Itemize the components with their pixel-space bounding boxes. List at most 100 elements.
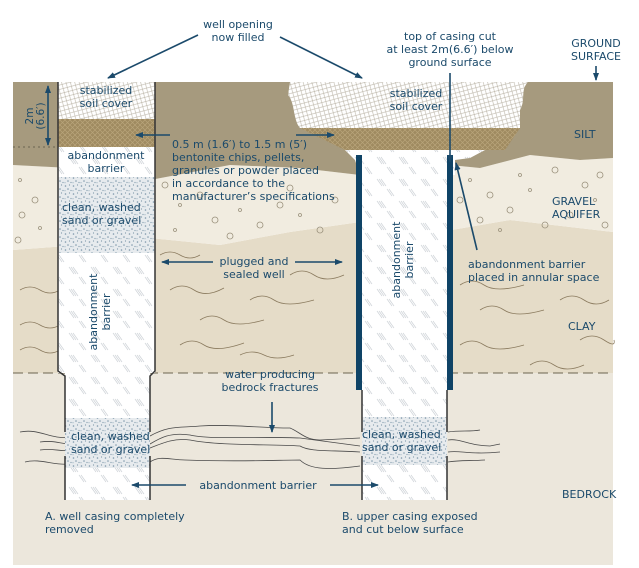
gravel-pebble <box>31 196 39 204</box>
bentonite-label-4: in accordance to the <box>172 177 285 190</box>
gravel-pebbles <box>14 166 609 244</box>
gravel-pebble <box>226 232 234 240</box>
gravel-pebble <box>298 213 302 217</box>
caption-b-2: and cut below surface <box>342 523 464 536</box>
gravel-pebble <box>498 228 502 232</box>
gravel-pebble <box>476 216 484 224</box>
well-b-casing-right <box>447 155 453 390</box>
well-a-stabilized-label-2: soil cover <box>80 97 133 110</box>
bedrock-label: BEDROCK <box>562 488 617 501</box>
well-a-sand-upper-label: clean, washed <box>62 201 141 214</box>
gravel-aquifer-label: GRAVEL <box>552 195 596 208</box>
well-opening-label: well opening <box>203 18 273 31</box>
depth-label: 2m <box>24 108 36 125</box>
caption-b: B. upper casing exposed <box>342 510 478 523</box>
gravel-pebble <box>528 188 532 192</box>
gravel-pebble <box>211 216 219 224</box>
annular-label: abandonment barrier <box>468 258 586 271</box>
depth-label-2: (6.6′) <box>35 102 47 129</box>
gravel-pebble <box>161 181 169 189</box>
well-b <box>288 82 528 500</box>
gravel-pebble <box>18 178 22 182</box>
gravel-pebble <box>596 171 604 179</box>
gravel-pebble <box>468 178 472 182</box>
well-a-sand-lower-label-2: sand or gravel <box>71 443 150 456</box>
gravel-pebble <box>593 198 597 202</box>
caption-a-2: removed <box>45 523 94 536</box>
well-b-barrier <box>362 155 447 417</box>
well-a-stabilized-soil <box>58 82 155 119</box>
well-a-sand-upper-label-2: sand or gravel <box>62 214 141 227</box>
annotation-arrows <box>45 34 599 488</box>
water-fractures-label-2: bedrock fractures <box>222 381 319 394</box>
bentonite-label: 0.5 m (1.6′) to 1.5 m (5′) <box>172 138 307 151</box>
well-a-stabilized-label: stabilized <box>80 84 132 97</box>
top-casing-label-2: at least 2m(6.6′) below <box>387 43 514 56</box>
well-b-barrier-label-2: barrier <box>403 241 416 278</box>
well-a-bentonite <box>58 119 155 147</box>
ground-surface-label: GROUND <box>571 37 621 50</box>
bentonite-label-2: bentonite chips, pellets, <box>172 151 304 164</box>
gravel-pebble <box>518 173 522 177</box>
water-fractures-label: water producing <box>225 368 315 381</box>
well-b-barrier-label: abandonment <box>390 221 403 299</box>
gravel-pebble <box>38 226 42 230</box>
well-b-barrier-bottom <box>362 465 447 500</box>
gravel-pebble <box>178 203 182 207</box>
gravel-pebble <box>486 191 494 199</box>
well-opening-label-2: now filled <box>212 31 265 44</box>
clay-waves <box>19 251 615 370</box>
well-b-sand-lower-label: clean, washed <box>362 428 441 441</box>
gravel-pebble <box>14 236 22 244</box>
well-a-barrier-bottom <box>65 468 150 500</box>
well-a-barrier-main-label-2: barrier <box>100 293 113 330</box>
gravel-pebble <box>276 201 284 209</box>
gravel-pebble <box>196 191 204 199</box>
gravel-pebble <box>566 211 574 219</box>
abandonment-barrier-bottom-label: abandonment barrier <box>199 479 317 492</box>
labels: well opening now filled top of casing cu… <box>24 18 621 536</box>
bedrock-fractures <box>19 425 501 469</box>
well-a-barrier-main <box>58 253 155 418</box>
annular-label-2: placed in annular space <box>468 271 600 284</box>
well-b-sand-lower <box>362 417 447 465</box>
well-b-sand-lower-label-2: sand or gravel <box>362 441 441 454</box>
well-a-barrier-main-label: abandonment <box>87 273 100 351</box>
bentonite-label-5: manufacturer’s specifications <box>172 190 335 203</box>
caption-a: A. well casing completely <box>45 510 185 523</box>
clay-layer <box>13 220 613 373</box>
top-casing-label-3: ground surface <box>408 56 491 69</box>
well-b-bentonite <box>300 128 520 150</box>
ground-surface-label-2: SURFACE <box>571 50 621 63</box>
well-b-stabilized-soil <box>288 82 528 128</box>
gravel-pebble <box>581 181 589 189</box>
bentonite-label-3: granules or powder placed <box>172 164 319 177</box>
gravel-pebble <box>256 221 264 229</box>
gravel-pebble <box>286 184 294 192</box>
gravel-pebble <box>173 228 177 232</box>
well-a-barrier-upper-label-2: barrier <box>88 162 125 175</box>
well-a-sand-lower <box>65 418 150 468</box>
clay-label: CLAY <box>568 320 596 333</box>
gravel-pebble <box>331 196 339 204</box>
bedrock-layer <box>13 372 307 565</box>
plugged-label: plugged and <box>220 255 289 268</box>
gravel-aquifer-label-2: AQUIFER <box>552 208 601 221</box>
well-a-sand-lower-label: clean, washed <box>71 430 150 443</box>
gravel-pebble <box>316 226 324 234</box>
well-a-barrier-upper <box>58 147 155 177</box>
gravel-pebble <box>238 208 242 212</box>
gravel-pebble <box>541 221 549 229</box>
well-a <box>57 82 156 500</box>
gravel-pebble <box>456 196 464 204</box>
gravel-pebble <box>551 166 559 174</box>
well-b-stabilized-label: stabilized <box>390 87 442 100</box>
well-b-stabilized-label-2: soil cover <box>390 100 443 113</box>
silt-label: SILT <box>574 128 596 141</box>
well-a-barrier-upper-label: abandonment <box>68 149 146 162</box>
well-a-sand-upper <box>58 177 155 253</box>
gravel-pebble <box>18 211 26 219</box>
gravel-layer <box>13 155 613 250</box>
well-b-casing-left <box>356 155 362 390</box>
